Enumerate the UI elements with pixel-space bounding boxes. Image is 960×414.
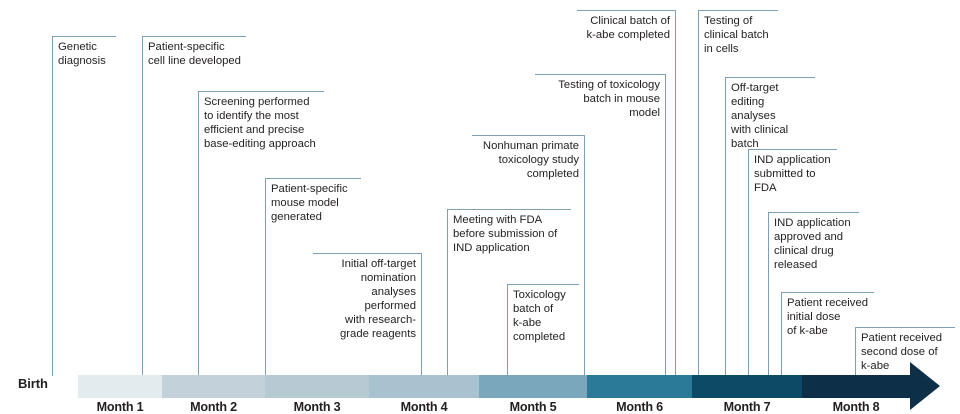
event-callout-initial-off-target-nomination: Initial off-target nomination analyses p… [313,253,422,376]
month-label-5: Month 5 [509,400,557,414]
month-segment-1 [78,375,162,398]
event-callout-clinical-batch-completed: Clinical batch of k-abe completed [577,10,676,376]
event-callout-genetic-diagnosis: Genetic diagnosis [52,36,116,376]
event-callout-meeting-with-fda: Meeting with FDA before submission of IN… [447,209,571,376]
event-callout-testing-of-toxicology-batch: Testing of toxicology batch in mouse mod… [535,74,666,376]
month-segment-6 [587,375,692,398]
event-callout-screening-performed: Screening performed to identify the most… [198,91,324,376]
month-segment-5 [479,375,587,398]
event-callout-ind-application-submitted: IND application submitted to FDA [748,149,837,376]
month-segment-7 [692,375,802,398]
event-callout-off-target-editing-analyses: Off-target editing analyses with clinica… [725,77,815,376]
month-label-8: Month 8 [832,400,880,414]
month-segment-4 [369,375,479,398]
month-label-6: Month 6 [616,400,663,414]
month-label-4: Month 4 [400,400,448,414]
month-label-3: Month 3 [293,400,341,414]
event-callout-ind-application-approved: IND application approved and clinical dr… [768,212,859,376]
event-callout-patient-specific-cell-line: Patient-specific cell line developed [142,36,246,376]
month-label-1: Month 1 [96,400,144,414]
month-label-7: Month 7 [723,400,771,414]
month-label-2: Month 2 [190,400,237,414]
event-callout-testing-clinical-batch-cells: Testing of clinical batch in cells [698,10,778,376]
event-callout-toxicology-batch-completed: Toxicology batch of k-abe completed [507,284,579,376]
month-segment-2 [162,375,265,398]
timeline-arrowhead [910,362,940,410]
event-callout-patient-specific-mouse-model: Patient-specific mouse model generated [265,178,361,376]
event-callout-patient-initial-dose: Patient received initial dose of k-abe [781,292,874,376]
birth-label: Birth [18,376,48,391]
month-segment-3 [265,375,369,398]
event-callout-patient-second-dose: Patient received second dose of k-abe [855,327,955,376]
month-segment-8 [802,375,910,398]
event-callout-nonhuman-primate-toxicology: Nonhuman primate toxicology study comple… [472,135,585,376]
